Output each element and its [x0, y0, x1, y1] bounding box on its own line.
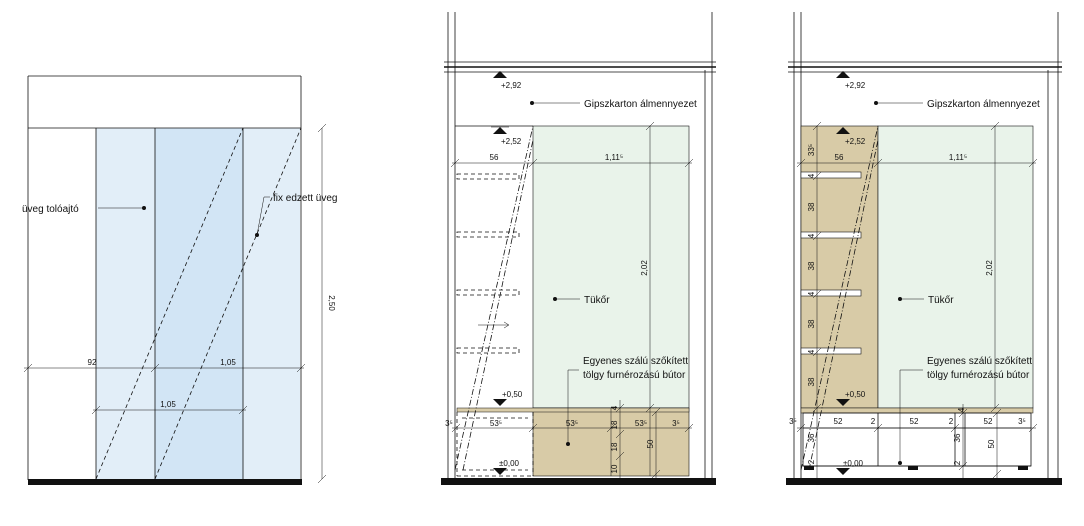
dim-10-text: 10	[610, 464, 619, 473]
dim-2a-text: 2	[871, 417, 876, 426]
leader-dot	[898, 461, 902, 465]
dim-18b-text: 18	[610, 442, 619, 451]
dim-door-width-text: 1,05	[160, 400, 176, 409]
level-000-text: ±0,00	[843, 459, 864, 468]
cabinet-leg	[804, 466, 814, 470]
leader-dot	[566, 442, 570, 446]
level-top-text: +2,92	[501, 81, 522, 90]
level-top-text: +2,92	[845, 81, 866, 90]
shelf	[800, 289, 862, 297]
shelf	[800, 231, 862, 239]
label-ceiling: Gipszkarton álmennyezet	[927, 99, 1040, 110]
dim-36b-text: 36	[953, 433, 962, 442]
dim-53c-text: 53⁵	[635, 419, 647, 428]
shelf-dim-text: 4	[807, 233, 816, 238]
label-furniture-line1: Egyenes szálú szőkített	[927, 356, 1032, 367]
dim-111-text: 1,11⁵	[605, 153, 623, 162]
mirror-panel	[877, 125, 1034, 409]
oak-furniture-top	[456, 407, 690, 413]
label-ceiling: Gipszkarton álmennyezet	[584, 99, 697, 110]
floor-slab	[28, 479, 302, 485]
oak-furniture-top	[800, 407, 1034, 414]
dim-3a-text: 3⁵	[445, 419, 453, 428]
dim-53a-text: 53⁵	[490, 419, 502, 428]
mirror-panel	[532, 125, 690, 409]
shelf-outline	[456, 231, 520, 238]
level-050-text: +0,50	[502, 390, 523, 399]
panel-mirror-wall-elevation-a: +2,92 +2,52 +0,50 ±0,00 Gipszkarton álme…	[441, 12, 716, 485]
dim-4-text: 4	[610, 405, 619, 410]
dim-52a-text: 52	[834, 417, 843, 426]
panel-mirror-wall-elevation-b: +2,92 +2,52 +0,50 ±0,00 Gipszkarton álme…	[786, 12, 1062, 485]
dim-18a-text: 18	[610, 420, 619, 429]
level-050-text: +0,50	[845, 390, 866, 399]
level-marker-050	[836, 399, 850, 406]
dim-202-text: 2,02	[985, 260, 994, 276]
shelf-outline	[456, 173, 520, 180]
cabinet-leg	[1018, 466, 1028, 470]
leader-dot	[255, 233, 259, 237]
level-marker-000	[493, 468, 507, 475]
sliding-door-glass-panel	[155, 128, 243, 479]
dim-111-text: 1,11⁵	[949, 153, 967, 162]
shelf-outline	[456, 289, 520, 296]
label-furniture-line1: Egyenes szálú szőkített	[583, 356, 688, 367]
dim-202-text: 2,02	[640, 260, 649, 276]
shelf	[800, 347, 862, 355]
dim-3b-text: 3⁵	[672, 419, 680, 428]
floor-slab	[786, 478, 1062, 485]
dim-53b-text: 53⁵	[566, 419, 578, 428]
label-mirror: Tükőr	[584, 295, 610, 306]
dim-2d-text: 2	[953, 460, 962, 465]
dim-52b-text: 52	[910, 417, 919, 426]
dim-50-text: 50	[646, 439, 655, 448]
dim-52c-text: 52	[984, 417, 993, 426]
shelf-dim-text: 4	[807, 173, 816, 178]
shelf-dim-text: 38	[807, 319, 816, 328]
level-marker-050	[493, 399, 507, 406]
label-sliding-door: üveg tolóajtó	[22, 204, 79, 215]
dim-3b-text: 3⁵	[1018, 417, 1026, 426]
panel-glass-door-elevation: 2,50 92 1,05 1,05 üveg tolóajtó fix edze…	[22, 75, 337, 485]
shelf-outline	[456, 347, 520, 354]
dim-36a-text: 36	[807, 433, 816, 442]
shelf-dim-text: 4	[807, 291, 816, 296]
dim-56-text: 56	[835, 153, 844, 162]
dim-4-text: 4	[957, 407, 966, 412]
shelf-dim-text: 38	[807, 202, 816, 211]
dim-3a-text: 3⁵	[789, 417, 797, 426]
level-marker-top	[493, 71, 507, 78]
dim-height-text: 2,50	[327, 295, 336, 311]
cabinet-leg	[908, 466, 918, 470]
label-furniture-line2: tölgy furnérozású bútor	[583, 370, 686, 381]
shelf-dim-text: 38	[807, 377, 816, 386]
dim-left-width-text: 92	[88, 358, 97, 367]
shelf-dim-text: 38	[807, 261, 816, 270]
dim-2c-text: 2	[807, 459, 816, 464]
dim-33-text: 33⁵	[807, 144, 816, 156]
level-mid-text: +2,52	[845, 137, 866, 146]
dim-50-text: 50	[987, 439, 996, 448]
dim-right-width-text: 1,05	[220, 358, 236, 367]
level-marker-mid	[493, 127, 507, 134]
label-furniture-line2: tölgy furnérozású bútor	[927, 370, 1030, 381]
shelf-dim-text: 4	[807, 349, 816, 354]
label-fixed-glass: fix edzett üveg	[273, 193, 337, 204]
level-marker-top	[836, 71, 850, 78]
level-mid-text: +2,52	[501, 137, 522, 146]
level-marker-mid	[836, 127, 850, 134]
leader-dot	[142, 206, 146, 210]
shelf	[800, 171, 862, 179]
label-mirror: Tükőr	[928, 295, 954, 306]
dim-2b-text: 2	[949, 417, 954, 426]
floor-slab	[441, 478, 716, 485]
dim-56-text: 56	[490, 153, 499, 162]
level-marker-000	[836, 468, 850, 475]
level-000-text: ±0,00	[499, 459, 520, 468]
